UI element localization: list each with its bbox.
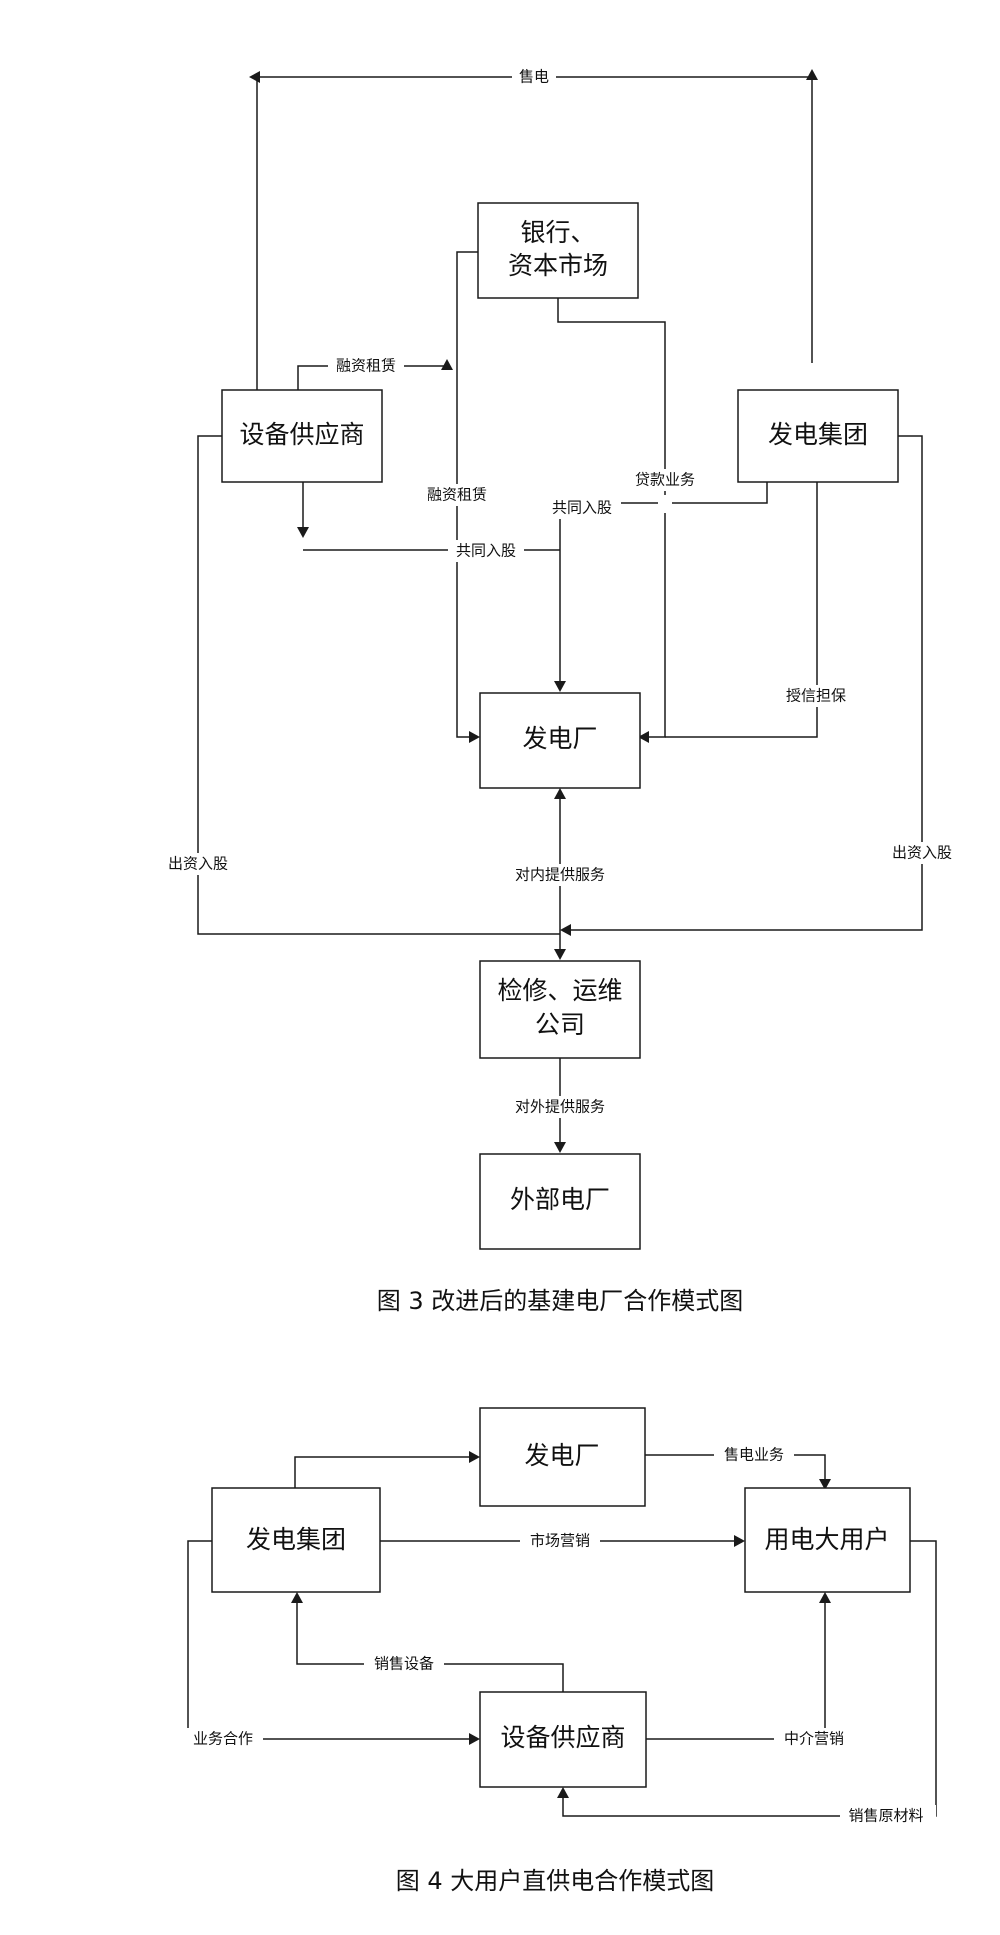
edge-invest-right-line bbox=[566, 435, 923, 931]
edge-label-raw-materials: 销售原材料 bbox=[848, 1807, 923, 1825]
node-maintenance-label-line1: 检修、运维 bbox=[497, 976, 622, 1005]
edge-external-service-arrowhead bbox=[554, 1142, 566, 1153]
node-maintenance-label-line2: 公司 bbox=[535, 1010, 585, 1039]
fig4-node-supplier-label: 设备供应商 bbox=[500, 1723, 625, 1752]
node-external-plant-box bbox=[479, 1153, 641, 1250]
edge-agency-line bbox=[646, 1600, 826, 1740]
node-bank-label-line1: 银行、 bbox=[520, 218, 595, 247]
node-bank-label-line2: 资本市场 bbox=[508, 251, 608, 280]
fig4-node-group-label: 发电集团 bbox=[246, 1525, 346, 1554]
edge-label-marketing: 市场营销 bbox=[530, 1532, 590, 1550]
edge-sell-business-arrowhead bbox=[819, 1479, 831, 1490]
node-plant-box bbox=[479, 692, 641, 789]
node-external-plant: 外部电厂 bbox=[479, 1153, 641, 1250]
edge-label-joint-share-left: 共同入股 bbox=[456, 542, 516, 560]
edge-invest-left-line bbox=[197, 435, 560, 935]
figure-4: 发电厂 发电集团 用电大用户 设备供应商 售电业务 市场营销 销售设备 业务合作… bbox=[183, 1407, 937, 1895]
edge-label-external-service: 对外提供服务 bbox=[515, 1098, 605, 1116]
fig4-node-user-box bbox=[744, 1487, 911, 1593]
edge-label-joint-share-right: 共同入股 bbox=[552, 499, 612, 517]
edge-cooperation-line bbox=[187, 1540, 472, 1740]
edge-label-sell-business: 售电业务 bbox=[724, 1446, 784, 1464]
fig4-node-group-box bbox=[211, 1487, 381, 1593]
node-external-plant-label: 外部电厂 bbox=[510, 1185, 610, 1214]
node-bank: 银行、 资本市场 bbox=[477, 202, 639, 299]
fig4-node-group: 发电集团 bbox=[211, 1487, 381, 1593]
edge-label-internal-service: 对内提供服务 bbox=[515, 866, 605, 884]
edge-internal-service-arrowhead-up bbox=[554, 788, 566, 799]
edge-group-to-plant-arrowhead bbox=[469, 1451, 480, 1463]
node-supplier: 设备供应商 bbox=[221, 389, 383, 483]
figure-4-edge-labels: 售电业务 市场营销 销售设备 业务合作 中介营销 销售原材料 bbox=[183, 1444, 936, 1827]
edge-invest-right-arrowhead bbox=[560, 924, 571, 936]
fig4-node-user-label: 用电大用户 bbox=[764, 1525, 889, 1554]
node-supplier-label: 设备供应商 bbox=[239, 420, 364, 449]
edge-joint-share-arrowhead-plant bbox=[554, 681, 566, 692]
edge-credit-guarantee-line bbox=[665, 482, 818, 738]
fig4-node-plant-box bbox=[479, 1407, 646, 1507]
node-bank-box bbox=[477, 202, 639, 299]
edge-label-credit-guarantee: 授信担保 bbox=[786, 687, 846, 705]
fig4-node-plant-label: 发电厂 bbox=[524, 1441, 599, 1470]
edge-label-invest-left: 出资入股 bbox=[168, 855, 228, 873]
edge-label-invest-right: 出资入股 bbox=[892, 844, 952, 862]
figure-3-caption: 图 3 改进后的基建电厂合作模式图 bbox=[377, 1287, 744, 1315]
node-maintenance-box bbox=[479, 960, 641, 1059]
edge-label-sell-equipment: 销售设备 bbox=[374, 1655, 434, 1673]
figure-3-edge-labels: 售电 融资租赁 融资租赁 贷款业务 共同入股 共同入股 授信担保 出资入股 出资… bbox=[158, 66, 962, 1118]
edge-sell-power-arrowhead-right bbox=[806, 69, 818, 80]
edge-sell-business-line bbox=[645, 1454, 826, 1483]
node-group-label: 发电集团 bbox=[768, 420, 868, 449]
edge-label-finance-lease-mid: 融资租赁 bbox=[427, 486, 487, 504]
node-group-box bbox=[737, 389, 899, 483]
edge-finance-lease-mid-arrowhead bbox=[469, 731, 480, 743]
edge-sell-equipment-arrowhead bbox=[291, 1592, 303, 1603]
node-plant: 发电厂 bbox=[479, 692, 641, 789]
edge-marketing-arrowhead bbox=[734, 1535, 745, 1547]
edge-internal-service-arrowhead-down bbox=[554, 949, 566, 960]
edge-sell-power-arrowhead-left bbox=[249, 71, 260, 83]
edge-finance-lease-top-arrowhead bbox=[441, 359, 453, 370]
edge-loan-arrowhead bbox=[638, 731, 649, 743]
edge-agency-arrowhead bbox=[819, 1592, 831, 1603]
edge-cooperation-arrowhead bbox=[469, 1733, 480, 1745]
edge-label-agency: 中介营销 bbox=[784, 1730, 844, 1748]
figure-4-caption: 图 4 大用户直供电合作模式图 bbox=[396, 1867, 715, 1895]
edge-label-cooperation: 业务合作 bbox=[193, 1730, 253, 1748]
node-maintenance: 检修、运维 公司 bbox=[479, 960, 641, 1059]
fig4-node-plant: 发电厂 bbox=[479, 1407, 646, 1507]
edge-raw-materials-arrowhead bbox=[557, 1787, 569, 1798]
node-supplier-box bbox=[221, 389, 383, 483]
fig4-node-user: 用电大用户 bbox=[744, 1487, 911, 1593]
node-group: 发电集团 bbox=[737, 389, 899, 483]
edge-label-sell-power: 售电 bbox=[519, 68, 549, 86]
edge-group-to-plant-line bbox=[294, 1456, 472, 1488]
node-plant-label: 发电厂 bbox=[522, 724, 597, 753]
edge-label-finance-lease-top: 融资租赁 bbox=[336, 357, 396, 375]
fig4-node-supplier-box bbox=[479, 1691, 647, 1788]
edge-sell-equipment-line bbox=[296, 1600, 564, 1692]
edge-joint-share-left-arrowhead-down bbox=[297, 527, 309, 538]
edge-label-loan: 贷款业务 bbox=[635, 471, 695, 489]
figure-3: 银行、 资本市场 设备供应商 发电集团 发电厂 检修、运维 公司 外部电厂 售电 bbox=[158, 66, 962, 1315]
fig4-node-supplier: 设备供应商 bbox=[479, 1691, 647, 1788]
